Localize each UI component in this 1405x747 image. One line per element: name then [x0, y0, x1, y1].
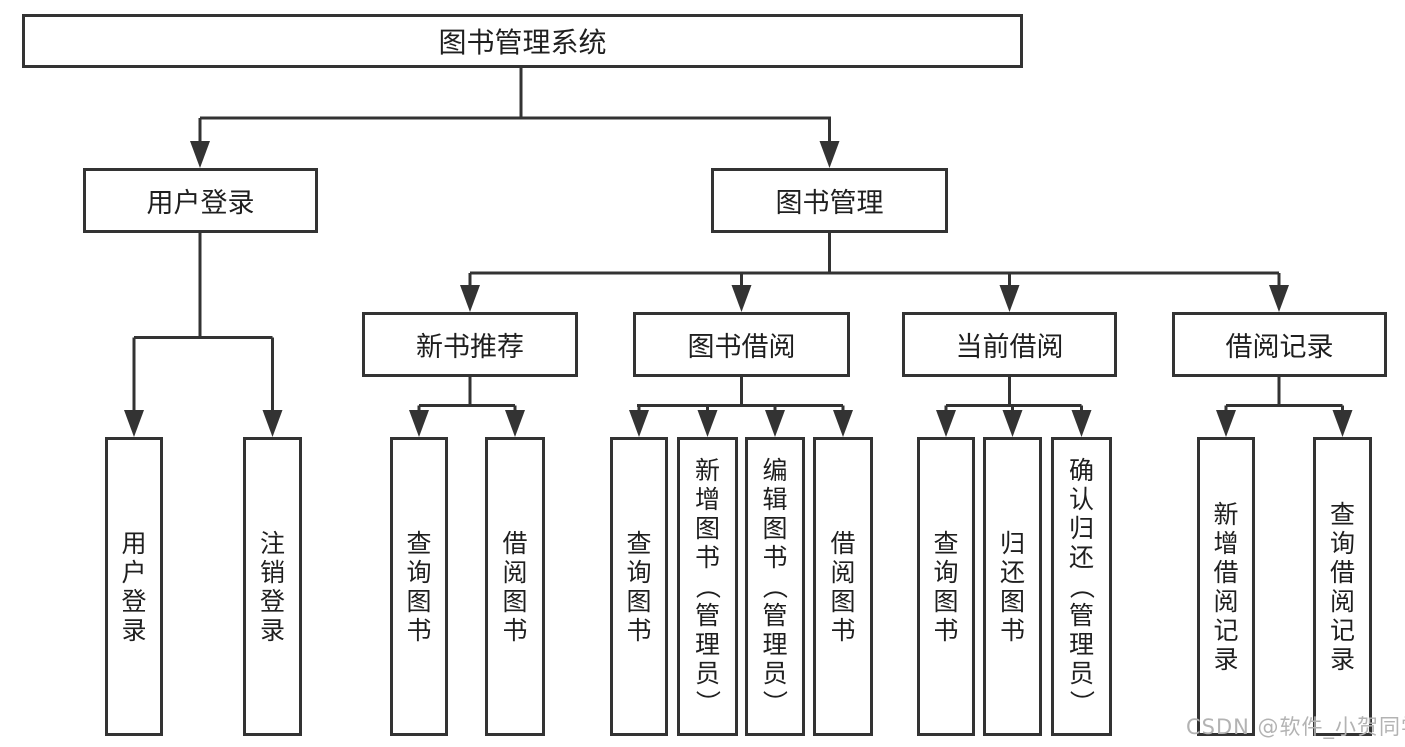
- node-user-login: 用户登录: [83, 168, 318, 233]
- leaf-label: 查询图书: [933, 528, 959, 645]
- leaf-label: 查询借阅记录: [1329, 499, 1355, 674]
- leaf-newbook-borrow-book: 借阅图书: [485, 437, 545, 736]
- leaf-user-login: 用户登录: [105, 437, 163, 736]
- node-book-borrow: 图书借阅: [633, 312, 850, 377]
- leaf-label: 注销登录: [259, 528, 285, 645]
- leaf-label: 编辑图书（管理员）: [760, 456, 790, 716]
- leaf-record-add: 新增借阅记录: [1197, 437, 1255, 736]
- leaf-label: 查询图书: [406, 528, 432, 645]
- leaf-record-query: 查询借阅记录: [1313, 437, 1372, 736]
- leaf-current-query-book: 查询图书: [917, 437, 975, 736]
- leaf-label: 确认归还（管理员）: [1066, 456, 1096, 716]
- leaf-borrow-edit-book-admin: 编辑图书（管理员）: [745, 437, 805, 736]
- watermark: CSDN @软件_小贺同学: [1186, 715, 1405, 739]
- leaf-newbook-query-book: 查询图书: [390, 437, 448, 736]
- leaf-current-confirm-return-admin: 确认归还（管理员）: [1051, 437, 1112, 736]
- leaf-label: 归还图书: [999, 528, 1025, 645]
- leaf-label: 借阅图书: [830, 528, 856, 645]
- leaf-label: 查询图书: [626, 528, 652, 645]
- node-current-borrow: 当前借阅: [902, 312, 1117, 377]
- leaf-borrow-query-book: 查询图书: [610, 437, 668, 736]
- leaf-label: 用户登录: [121, 528, 147, 645]
- node-borrow-records: 借阅记录: [1172, 312, 1387, 377]
- leaf-borrow-add-book-admin: 新增图书（管理员）: [677, 437, 738, 736]
- leaf-label: 借阅图书: [502, 528, 528, 645]
- leaf-label: 新增借阅记录: [1213, 499, 1239, 674]
- node-library-management-system: 图书管理系统: [22, 14, 1023, 68]
- leaf-borrow-borrow-book: 借阅图书: [813, 437, 873, 736]
- leaf-label: 新增图书（管理员）: [692, 456, 722, 716]
- leaf-current-return-book: 归还图书: [983, 437, 1042, 736]
- node-new-book-recommend: 新书推荐: [362, 312, 578, 377]
- node-book-management: 图书管理: [711, 168, 948, 233]
- leaf-logout-login: 注销登录: [243, 437, 302, 736]
